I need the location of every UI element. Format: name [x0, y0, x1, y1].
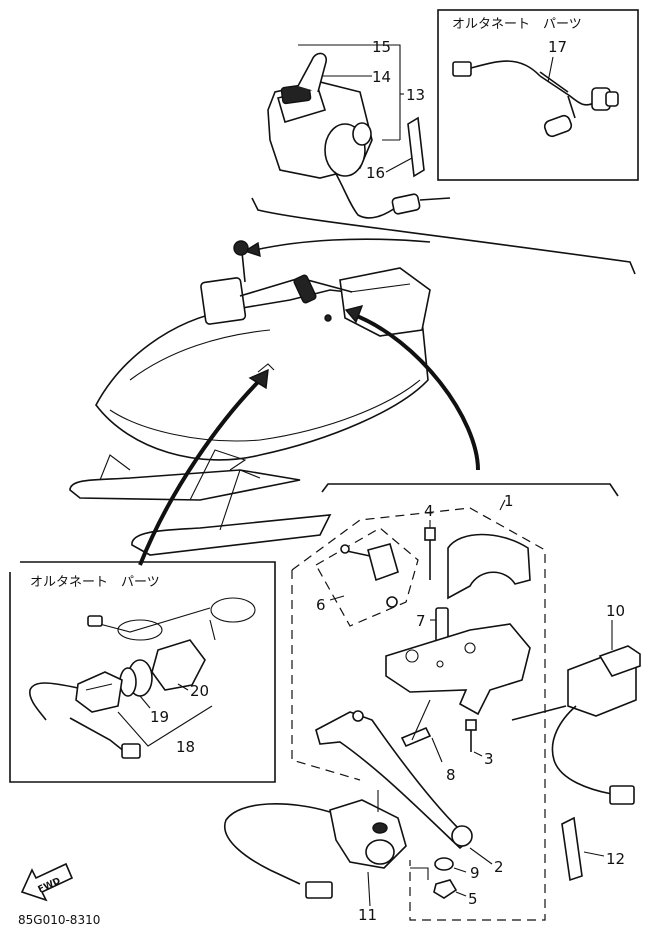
- callout-9: 9: [470, 864, 480, 882]
- callout-1: 1: [504, 492, 514, 510]
- arrow-throttle: [254, 238, 431, 251]
- throttle-housing-group: 15 14 13 16: [267, 38, 451, 219]
- callout-19: 19: [150, 708, 169, 726]
- callout-6: 6: [316, 596, 326, 614]
- callout-4: 4: [424, 502, 434, 520]
- fwd-arrow: FWD: [20, 862, 74, 902]
- callout-16: 16: [366, 164, 385, 182]
- callout-5: 5: [468, 890, 478, 908]
- alt-parts-box-left: オルタネート パーツ 20 19 18: [9, 561, 276, 783]
- callout-8: 8: [446, 766, 456, 784]
- callout-7: 7: [416, 612, 426, 630]
- callout-10: 10: [606, 602, 625, 620]
- alt-parts-label-top: オルタネート パーツ: [452, 17, 582, 32]
- alt-parts-label-left: オルタネート パーツ: [30, 575, 160, 590]
- lever-assembly: 1 6 4 7 8 3: [223, 492, 546, 924]
- callout-15: 15: [372, 38, 391, 56]
- callout-14: 14: [372, 68, 391, 86]
- callout-18: 18: [176, 738, 195, 756]
- callout-12: 12: [606, 850, 625, 868]
- diagram-code: 85G010-8310: [18, 913, 100, 927]
- callout-20: 20: [190, 682, 209, 700]
- callout-3: 3: [484, 750, 494, 768]
- alt-parts-box-top: オルタネート パーツ 17: [437, 9, 639, 181]
- snowmobile-illustration: [69, 240, 431, 556]
- callout-13: 13: [406, 86, 425, 104]
- callout-2: 2: [494, 858, 504, 876]
- callout-17: 17: [548, 38, 567, 56]
- callout-11: 11: [358, 906, 377, 924]
- relay-group: 10 12: [511, 602, 641, 882]
- lower-bracket: [321, 483, 619, 497]
- top-bracket: [251, 197, 636, 275]
